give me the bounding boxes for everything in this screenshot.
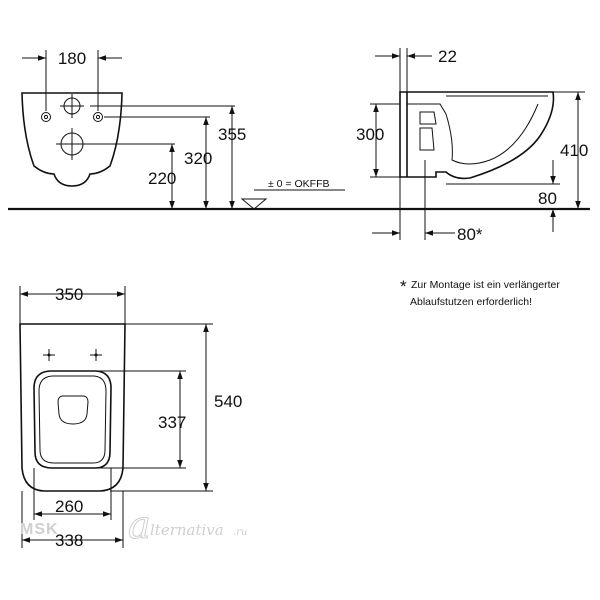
watermark-suffix: lternativa	[150, 521, 224, 539]
dim-height-220: 220	[148, 169, 176, 188]
side-view-bowl-outline	[407, 91, 555, 180]
note-line-1: Zur Montage ist ein verlängerter	[411, 279, 560, 291]
side-view-siphon	[407, 103, 539, 165]
dim-top-338: 338	[55, 531, 83, 550]
top-view-bowl-opening	[57, 395, 89, 425]
watermark-prefix: MSK	[20, 521, 59, 538]
dim-side-22: 22	[438, 47, 457, 66]
dim-side-300: 300	[356, 125, 384, 144]
dim-top-260: 260	[55, 497, 83, 516]
dim-top-length: 540	[214, 392, 242, 411]
fixing-cross-right	[90, 349, 102, 361]
floor-reference-symbol	[240, 198, 268, 210]
note-asterisk: *	[400, 277, 407, 296]
top-view-outline	[19, 323, 126, 492]
watermark-letter: a	[128, 503, 151, 547]
front-view-bowl-outline	[21, 92, 123, 187]
note-line-2: Ablaufstutzen erforderlich!	[410, 296, 532, 308]
side-view-wall-plate	[399, 91, 408, 178]
side-view: 22 300 410 80 80*	[356, 47, 588, 244]
floor-reference-label: ± 0 = OKFFB	[268, 178, 330, 190]
top-view: 350 540 337 260 338	[19, 285, 242, 550]
watermark-logo: MSK a lternativa .ru	[20, 503, 247, 548]
fixing-cross-left	[43, 349, 55, 361]
dim-side-80: 80	[538, 189, 557, 208]
dim-side-410: 410	[560, 141, 588, 160]
dim-front-width: 180	[58, 49, 86, 68]
dim-top-width: 350	[55, 285, 83, 304]
fixing-hole-right	[93, 112, 103, 122]
dim-top-337: 337	[158, 413, 186, 432]
front-view: 180 355 320 220 ± 0 = OKFFB	[21, 49, 345, 210]
dim-height-355: 355	[218, 125, 246, 144]
mounting-note: * Zur Montage ist ein verlängerter Ablau…	[400, 277, 560, 308]
dim-side-80-star: 80*	[457, 225, 483, 244]
fixing-hole-left	[41, 112, 51, 122]
dim-height-320: 320	[184, 149, 212, 168]
watermark-tld: .ru	[233, 527, 247, 538]
top-view-seat	[33, 370, 112, 469]
